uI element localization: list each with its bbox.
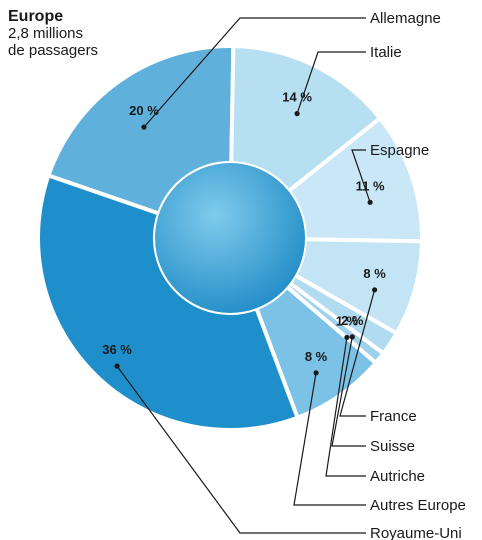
category-label-italie: Italie (370, 44, 402, 61)
category-label-france: France (370, 408, 417, 425)
category-label-royaume-uni: Royaume-Uni (370, 525, 462, 540)
pct-label-autres-europe: 8 % (305, 349, 328, 364)
pct-label-allemagne: 20 % (129, 103, 159, 118)
chart-title: Europe (8, 8, 64, 25)
pct-label-italie: 14 % (282, 90, 312, 105)
pct-label-royaume-uni: 36 % (102, 342, 132, 357)
leader-line-allemagne (143, 17, 366, 128)
leader-line-autres-europe (293, 372, 366, 506)
leader-line-espagne (351, 149, 371, 203)
donut-center (155, 163, 305, 313)
category-label-autres-europe: Autres Europe (370, 497, 466, 514)
category-label-suisse: Suisse (370, 438, 415, 455)
chart-subtitle-line2: de passagers (8, 42, 99, 59)
pct-label-suisse: 2 % (341, 313, 364, 328)
chart-subtitle-line1: 2,8 millions (8, 25, 84, 42)
category-label-espagne: Espagne (370, 142, 429, 159)
leader-line-royaume-uni (116, 365, 366, 534)
leader-line-autriche (325, 337, 366, 477)
pct-label-espagne: 11 % (356, 178, 385, 193)
leader-line-italie (296, 51, 366, 114)
pct-label-autriche: 1 % (336, 313, 359, 328)
chart-header: Europe 2,8 millions de passagers (8, 8, 98, 59)
leader-line-france (339, 289, 376, 417)
category-label-autriche: Autriche (370, 468, 425, 485)
leader-line-suisse (331, 336, 366, 447)
category-label-allemagne: Allemagne (370, 10, 441, 27)
pct-label-france: 8 % (363, 266, 386, 281)
